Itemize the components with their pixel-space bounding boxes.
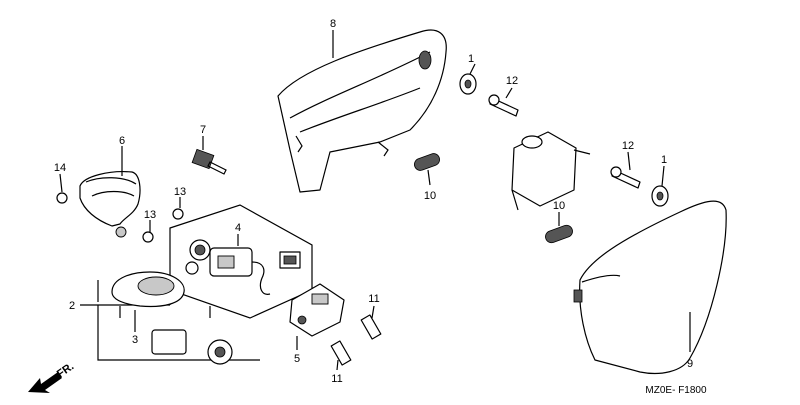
callout-label: 12 xyxy=(506,75,518,87)
callout-label: 13 xyxy=(144,209,156,221)
callout-label: 14 xyxy=(54,162,66,174)
switch-cover-part xyxy=(79,171,141,238)
drawing-code: MZ0E- F1800 xyxy=(645,385,707,396)
callout-label: 10 xyxy=(553,200,565,212)
callout-label: 5 xyxy=(294,353,300,365)
front-arrow-icon xyxy=(28,372,62,393)
callout-label: 6 xyxy=(119,135,125,147)
callout-label: 1 xyxy=(661,154,667,166)
reservoir-tank-part xyxy=(511,131,591,211)
callout-label: 7 xyxy=(200,124,206,136)
pin-part xyxy=(330,314,382,366)
grommet-part xyxy=(459,73,669,207)
callout-label: 13 xyxy=(174,186,186,198)
callout-label: 1 xyxy=(468,53,474,65)
callout-label: 10 xyxy=(424,190,436,202)
callout-label: 11 xyxy=(331,373,342,385)
left-side-cover-part xyxy=(573,200,727,375)
callout-label: 2 xyxy=(69,300,75,312)
key-part xyxy=(191,148,227,175)
callout-label: 12 xyxy=(622,140,634,152)
screw-part xyxy=(56,192,184,243)
callout-label: 8 xyxy=(330,18,336,30)
right-side-cover-part xyxy=(277,29,447,193)
rubber-cushion-part xyxy=(414,153,573,244)
front-direction-indicator: FR. xyxy=(28,360,76,393)
key-cylinder-set-part xyxy=(97,271,260,365)
callout-labels: 1 1 2 3 4 5 6 7 8 9 10 10 11 11 12 12 13… xyxy=(54,18,693,385)
callout-label: 11 xyxy=(368,293,379,305)
leader-lines xyxy=(59,30,691,371)
seat-lock-part xyxy=(289,283,345,337)
callout-label: 4 xyxy=(235,222,241,234)
callout-label: 3 xyxy=(132,334,138,346)
callout-label: 9 xyxy=(687,358,693,370)
bolt-part xyxy=(488,94,641,189)
